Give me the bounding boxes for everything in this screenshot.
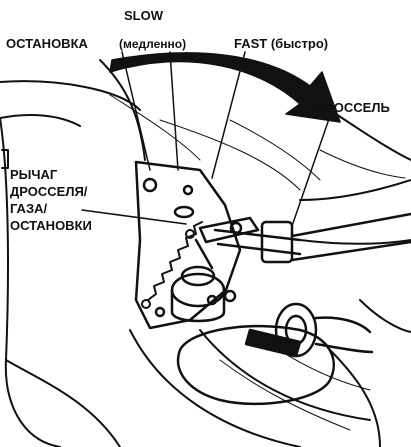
engine-housing (0, 60, 411, 447)
label-lever-line2: ДРОССЕЛЯ/ (10, 183, 92, 200)
throttle-rod (215, 214, 411, 262)
label-throttle-stop-lever: РЫЧАГ ДРОССЕЛЯ/ ГАЗА/ ОСТАНОВКИ (10, 166, 92, 234)
label-lever-line1: РЫЧАГ (10, 166, 92, 183)
label-lever-line3: ГАЗА/ (10, 200, 92, 217)
label-fast: FAST (быстро) (234, 36, 328, 52)
lower-housing (178, 304, 372, 404)
label-throttle: ДРОССЕЛЬ (316, 100, 390, 116)
label-slow-ru: (медленно) (119, 36, 186, 52)
throttle-lever-arm (196, 218, 258, 268)
label-lever-line4: ОСТАНОВКИ (10, 217, 92, 234)
label-slow: SLOW (124, 8, 163, 24)
label-stop: ОСТАНОВКА (6, 36, 88, 52)
curved-arrow-icon (110, 53, 340, 122)
